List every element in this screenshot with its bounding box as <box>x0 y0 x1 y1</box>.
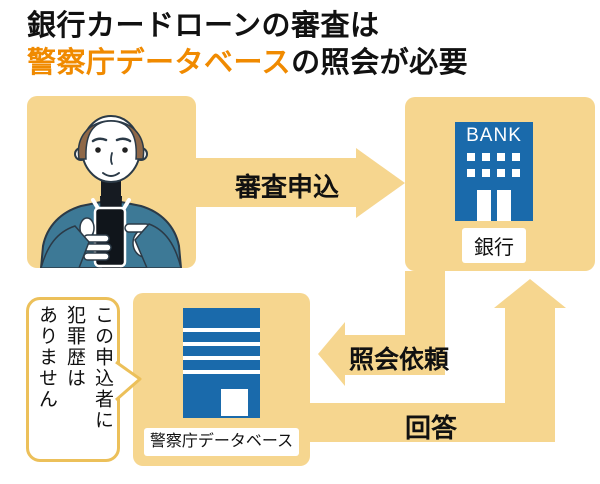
speech-bubble-text: この申込者に犯罪歴はありません <box>30 305 116 457</box>
inquiry-arrow-label: 照会依頼 <box>348 346 449 374</box>
police-building-icon <box>183 308 260 418</box>
inquiry-arrow-shaft <box>345 335 445 375</box>
inquiry-arrowhead-icon <box>318 322 345 386</box>
bank-doors <box>477 190 511 221</box>
speech-line: ありません <box>36 305 57 410</box>
police-db-panel: 警察庁データベース <box>133 293 310 466</box>
title-line1: 銀行カードローンの審査は <box>27 10 380 42</box>
reply-arrow-vertical <box>505 306 555 442</box>
speech-line: 犯罪歴は <box>64 305 85 389</box>
speech-bubble <box>26 297 120 462</box>
police-door <box>221 389 248 416</box>
bank-window <box>512 153 520 161</box>
police-window-stripe <box>183 370 260 374</box>
speech-line: この申込者に <box>92 305 113 431</box>
application-arrowhead-icon <box>356 148 405 218</box>
police-window-stripe <box>183 356 260 360</box>
bank-door <box>477 190 491 221</box>
bank-window <box>482 153 490 161</box>
title-line2-highlight: 警察庁データベース <box>27 47 292 79</box>
bank-window <box>467 153 475 161</box>
applicant-illustration <box>39 115 183 268</box>
bank-window <box>497 153 505 161</box>
applicant-panel <box>27 96 196 268</box>
bank-window <box>482 169 490 177</box>
page-title: 銀行カードローンの審査は警察庁データベースの照会が必要 <box>27 8 468 82</box>
speech-bubble-tail-icon <box>115 360 142 402</box>
application-arrow-shaft <box>196 158 356 207</box>
bank-sign: BANK <box>466 125 522 146</box>
bank-windows <box>467 153 520 177</box>
bank-window <box>467 169 475 177</box>
police-db-label: 警察庁データベース <box>144 428 299 456</box>
police-window-stripe <box>183 342 260 346</box>
bank-label: 銀行 <box>462 228 526 263</box>
bank-door <box>497 190 511 221</box>
bank-window <box>512 169 520 177</box>
bank-window <box>497 169 505 177</box>
police-window-stripe <box>183 328 260 332</box>
application-arrow-label: 審査申込 <box>234 172 339 202</box>
reply-arrowhead-icon <box>494 279 566 308</box>
bank-panel: BANK 銀行 <box>405 97 595 271</box>
reply-arrow-label: 回答 <box>404 413 457 443</box>
title-line2-rest: の照会が必要 <box>291 47 469 79</box>
bank-building-icon: BANK <box>455 122 533 221</box>
